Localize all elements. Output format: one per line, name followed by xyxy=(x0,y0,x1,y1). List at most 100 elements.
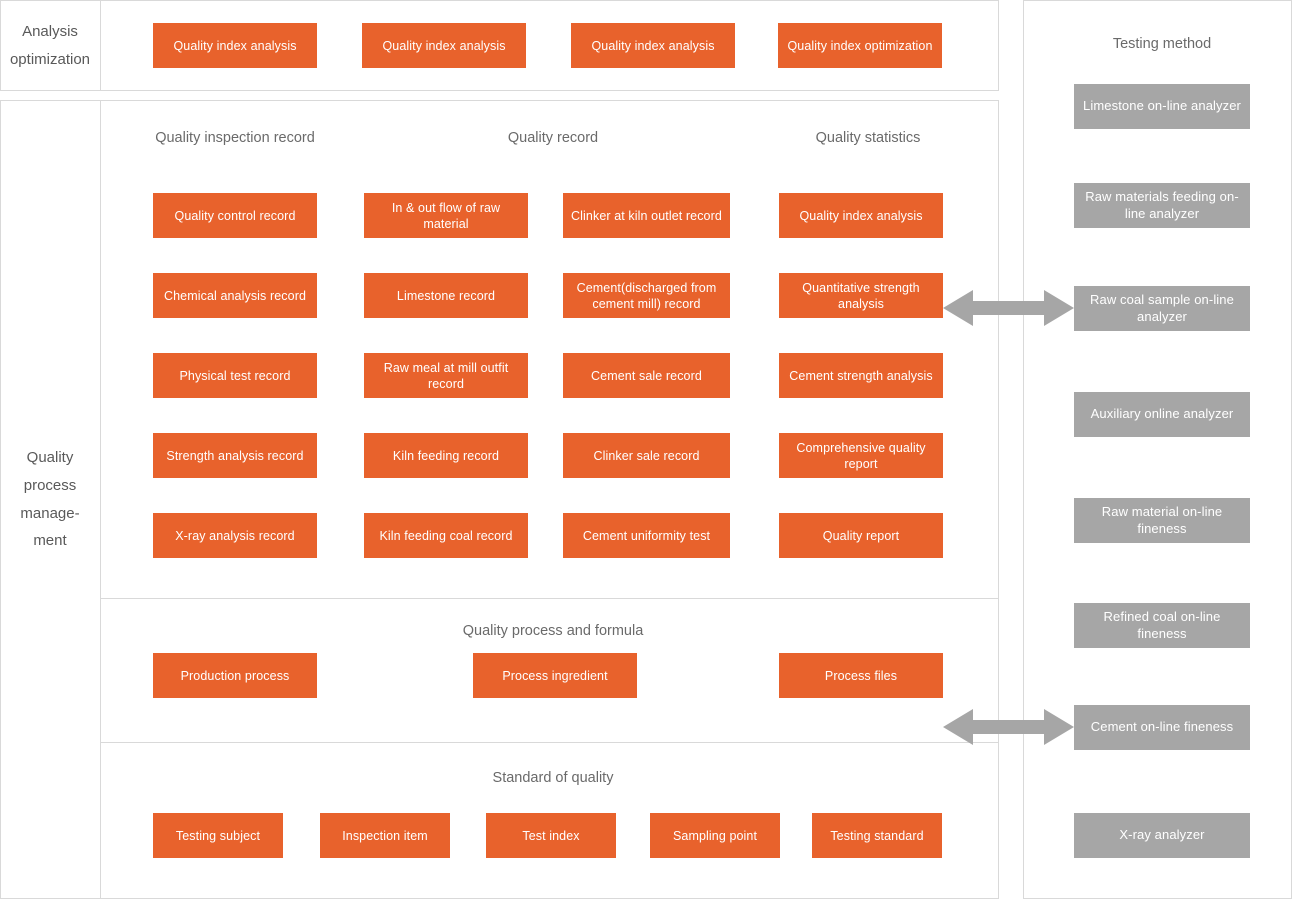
node-label: Comprehensive quality report xyxy=(796,440,926,471)
node-process-ingredient[interactable]: Process ingredient xyxy=(473,653,637,698)
node-label: Chemical analysis record xyxy=(163,288,307,303)
node-physical-test-record[interactable]: Physical test record xyxy=(153,353,317,398)
node-limestone-on-line-analyzer[interactable]: Limestone on-line analyzer xyxy=(1074,84,1250,129)
node-label: Kiln feeding record xyxy=(392,448,500,463)
heading-standard-of-quality: Standard of quality xyxy=(493,770,614,786)
node-quality-index-analysis-1[interactable]: Quality index analysis xyxy=(153,23,317,68)
node-sampling-point[interactable]: Sampling point xyxy=(650,813,780,858)
node-quantitative-strength-analysis[interactable]: Quantitative strength analysis xyxy=(779,273,943,318)
node-label: Testing standard xyxy=(830,828,924,843)
node-label: Limestone record xyxy=(396,288,496,303)
node-label: Quality index analysis xyxy=(591,38,715,53)
heading-text: Quality process and formula xyxy=(462,623,644,639)
node-label: Test index xyxy=(522,828,580,843)
node-label: Cement(discharged from cement mill) reco… xyxy=(576,280,717,311)
node-label: Sampling point xyxy=(672,828,758,843)
node-label: Cement sale record xyxy=(591,368,702,383)
node-production-process[interactable]: Production process xyxy=(153,653,317,698)
node-raw-coal-sample-on-line-analyzer[interactable]: Raw coal sample on-line analyzer xyxy=(1074,286,1250,331)
node-label: Clinker sale record xyxy=(593,448,700,463)
node-cement-discharged-from-cement-mill-record[interactable]: Cement(discharged from cement mill) reco… xyxy=(563,273,730,318)
node-label: Quality index analysis xyxy=(173,38,297,53)
node-label: Physical test record xyxy=(179,368,291,383)
node-label: Raw coal sample on-line analyzer xyxy=(1090,291,1234,324)
heading-quality-statistics: Quality statistics xyxy=(816,130,921,146)
divider-process-standard xyxy=(100,742,999,743)
node-inspection-item[interactable]: Inspection item xyxy=(320,813,450,858)
node-label: Raw meal at mill outfit record xyxy=(383,360,509,391)
node-quality-index-analysis-statistics[interactable]: Quality index analysis xyxy=(779,193,943,238)
node-quality-control-record[interactable]: Quality control record xyxy=(153,193,317,238)
analysis-optimization-rail-divider xyxy=(100,0,101,91)
heading-text: Quality statistics xyxy=(815,130,921,146)
testing-method-panel xyxy=(1023,0,1292,899)
rail-label-quality-process-management-text: Quality process manage- ment xyxy=(20,449,80,550)
node-label: Cement uniformity test xyxy=(582,528,711,543)
connector-quantitative-strength-to-raw-coal-arrow-icon xyxy=(943,290,1074,326)
quality-process-management-rail-divider xyxy=(100,100,101,899)
node-label: Raw material on-line fineness xyxy=(1101,503,1223,536)
heading-testing-method: Testing method xyxy=(1113,36,1211,52)
node-limestone-record[interactable]: Limestone record xyxy=(364,273,528,318)
node-clinker-at-kiln-outlet-record[interactable]: Clinker at kiln outlet record xyxy=(563,193,730,238)
node-label: Limestone on-line analyzer xyxy=(1083,98,1241,114)
node-label: In & out flow of raw material xyxy=(391,200,501,231)
node-in-out-flow-raw-material[interactable]: In & out flow of raw material xyxy=(364,193,528,238)
node-refined-coal-on-line-fineness[interactable]: Refined coal on-line fineness xyxy=(1074,603,1250,648)
node-kiln-feeding-coal-record[interactable]: Kiln feeding coal record xyxy=(364,513,528,558)
node-kiln-feeding-record[interactable]: Kiln feeding record xyxy=(364,433,528,478)
rail-label-quality-process-management: Quality process manage- ment xyxy=(0,100,100,899)
node-label: Quality index optimization xyxy=(787,38,933,53)
node-label: X-ray analysis record xyxy=(175,528,295,543)
node-testing-standard[interactable]: Testing standard xyxy=(812,813,942,858)
rail-label-analysis-optimization: Analysis optimization xyxy=(0,0,100,91)
node-quality-index-analysis-3[interactable]: Quality index analysis xyxy=(571,23,735,68)
heading-quality-inspection-record: Quality inspection record xyxy=(155,130,315,146)
node-quality-index-analysis-2[interactable]: Quality index analysis xyxy=(362,23,526,68)
node-raw-materials-feeding-on-line-analyzer[interactable]: Raw materials feeding on-line analyzer xyxy=(1074,183,1250,228)
node-test-index[interactable]: Test index xyxy=(486,813,616,858)
node-label: Testing subject xyxy=(175,828,261,843)
node-raw-material-on-line-fineness[interactable]: Raw material on-line fineness xyxy=(1074,498,1250,543)
node-x-ray-analyzer[interactable]: X-ray analyzer xyxy=(1074,813,1250,858)
heading-text: Quality inspection record xyxy=(155,130,315,146)
node-label: Cement strength analysis xyxy=(789,368,933,383)
node-label: Clinker at kiln outlet record xyxy=(571,208,722,223)
node-clinker-sale-record[interactable]: Clinker sale record xyxy=(563,433,730,478)
node-xray-analysis-record[interactable]: X-ray analysis record xyxy=(153,513,317,558)
node-testing-subject[interactable]: Testing subject xyxy=(153,813,283,858)
node-label: Auxiliary online analyzer xyxy=(1090,406,1234,422)
node-cement-uniformity-test[interactable]: Cement uniformity test xyxy=(563,513,730,558)
node-cement-strength-analysis[interactable]: Cement strength analysis xyxy=(779,353,943,398)
node-label: Quantitative strength analysis xyxy=(802,280,920,311)
node-quality-report[interactable]: Quality report xyxy=(779,513,943,558)
node-label: X-ray analyzer xyxy=(1119,827,1205,843)
node-label: Quality control record xyxy=(174,208,296,223)
node-label: Inspection item xyxy=(342,828,428,843)
node-label: Cement on-line fineness xyxy=(1090,719,1234,735)
node-cement-sale-record[interactable]: Cement sale record xyxy=(563,353,730,398)
node-auxiliary-online-analyzer[interactable]: Auxiliary online analyzer xyxy=(1074,392,1250,437)
node-label: Production process xyxy=(180,668,290,683)
node-label: Process files xyxy=(824,668,898,683)
node-label: Quality index analysis xyxy=(799,208,923,223)
heading-text: Standard of quality xyxy=(492,770,614,786)
heading-text: Quality record xyxy=(507,130,599,146)
node-label: Kiln feeding coal record xyxy=(379,528,513,543)
node-comprehensive-quality-report[interactable]: Comprehensive quality report xyxy=(779,433,943,478)
node-label: Strength analysis record xyxy=(166,448,304,463)
node-quality-index-optimization[interactable]: Quality index optimization xyxy=(778,23,942,68)
heading-quality-process-and-formula: Quality process and formula xyxy=(463,623,644,639)
connector-process-files-to-cement-fineness-arrow-icon xyxy=(943,709,1074,745)
node-label: Quality report xyxy=(822,528,900,543)
node-chemical-analysis-record[interactable]: Chemical analysis record xyxy=(153,273,317,318)
node-strength-analysis-record[interactable]: Strength analysis record xyxy=(153,433,317,478)
heading-text: Testing method xyxy=(1112,36,1212,52)
node-label: Raw materials feeding on-line analyzer xyxy=(1085,188,1239,221)
node-cement-on-line-fineness[interactable]: Cement on-line fineness xyxy=(1074,705,1250,750)
node-process-files[interactable]: Process files xyxy=(779,653,943,698)
rail-label-analysis-optimization-text: Analysis optimization xyxy=(9,22,91,68)
node-raw-meal-at-mill-outfit-record[interactable]: Raw meal at mill outfit record xyxy=(364,353,528,398)
heading-quality-record: Quality record xyxy=(508,130,598,146)
